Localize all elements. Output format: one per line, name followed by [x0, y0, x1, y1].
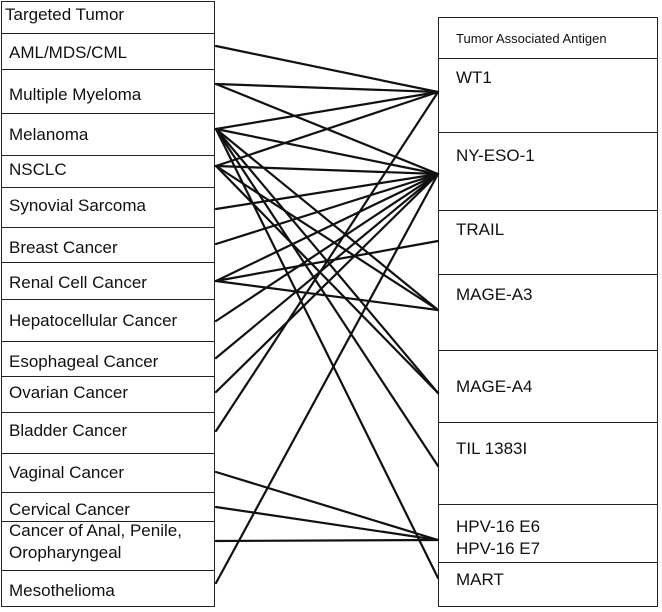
tumor-label: Cancer of Anal, Penile, [9, 521, 182, 540]
connector-line [214, 164, 440, 312]
connector-line [214, 82, 440, 94]
tumor-cell: Synovial Sarcoma [2, 187, 214, 227]
antigen-cell: MAGE-A3 [439, 274, 657, 350]
connector-line [214, 172, 440, 246]
tumor-label: Hepatocellular Cancer [9, 311, 178, 330]
tumor-cell: Breast Cancer [2, 227, 214, 262]
connector-line [214, 127, 440, 312]
antigen-label: HPV-16 E7 [456, 539, 541, 558]
right-header-cell: Tumor Associated Antigen [439, 18, 657, 58]
tumor-label: Bladder Cancer [9, 421, 128, 440]
tumor-cell: Bladder Cancer [2, 412, 214, 453]
connector-line [214, 172, 440, 394]
antigen-cell: HPV-16 E6 HPV-16 E7 [439, 504, 657, 562]
connector-line [214, 90, 440, 131]
antigen-cell: MART [439, 562, 657, 608]
tumor-label: Renal Cell Cancer [9, 273, 147, 292]
connector-line [214, 279, 440, 312]
tumor-label: NSCLC [9, 160, 67, 179]
connector-line [214, 90, 440, 168]
tumor-label: Multiple Myeloma [9, 85, 142, 104]
connector-line [214, 127, 440, 468]
connector-line [214, 164, 440, 176]
tumor-cell: NSCLC [2, 155, 214, 187]
antigen-cell: TIL 1383I [439, 422, 657, 504]
connector-line [214, 538, 440, 543]
antigen-label: TIL 1383I [456, 439, 528, 458]
tumor-cell: Vaginal Cancer [2, 453, 214, 492]
tumor-cell: Ovarian Cancer [2, 376, 214, 412]
antigen-label: TRAIL [456, 220, 505, 239]
connector-line [214, 172, 440, 585]
antigen-cell: WT1 [439, 58, 657, 132]
tumor-cell: Melanoma [2, 113, 214, 155]
targeted-tumor-column: Targeted Tumor AML/MDS/CML Multiple Myel… [1, 1, 215, 607]
connector-line [214, 172, 440, 323]
tumor-label: Breast Cancer [9, 238, 118, 257]
antigen-label: NY-ESO-1 [456, 146, 535, 165]
right-header: Tumor Associated Antigen [456, 31, 607, 46]
tumor-label: AML/MDS/CML [9, 43, 128, 62]
tumor-label: Vaginal Cancer [9, 463, 124, 482]
tumor-label: Mesothelioma [9, 581, 115, 600]
tumor-cell: AML/MDS/CML [2, 33, 214, 69]
connector-line [214, 505, 440, 542]
tumor-label: Melanoma [9, 125, 89, 144]
tumor-cell: Cervical Cancer [2, 492, 214, 521]
antigen-label: HPV-16 E6 [456, 517, 541, 536]
tumor-cell: Multiple Myeloma [2, 69, 214, 113]
tumor-label: Synovial Sarcoma [9, 196, 147, 215]
antigen-cell: TRAIL [439, 210, 657, 274]
tumor-label: Ovarian Cancer [9, 383, 129, 402]
antigen-label: WT1 [456, 68, 492, 87]
connector-line [214, 470, 440, 542]
connector-line [214, 44, 440, 94]
tumor-cell: Renal Cell Cancer [2, 262, 214, 299]
tumor-label: Oropharyngeal [9, 543, 122, 562]
antigen-label: MAGE-A4 [456, 377, 533, 396]
tumor-label: Esophageal Cancer [9, 352, 159, 371]
left-header-cell: Targeted Tumor [2, 1, 214, 33]
left-header: Targeted Tumor [5, 5, 125, 24]
tumor-cell: Hepatocellular Cancer [2, 299, 214, 341]
antigen-column: Tumor Associated Antigen WT1 NY-ESO-1 TR… [438, 17, 658, 607]
antigen-label: MART [456, 570, 504, 589]
antigen-cell: NY-ESO-1 [439, 132, 657, 210]
antigen-cell: MAGE-A4 [439, 350, 657, 422]
tumor-cell: Mesothelioma [2, 570, 214, 607]
tumor-cell: Cancer of Anal, Penile, Oropharyngeal [2, 521, 214, 570]
connector-line [214, 90, 440, 433]
antigen-label: MAGE-A3 [456, 285, 533, 304]
connector-line [214, 172, 440, 360]
tumor-cell: Esophageal Cancer [2, 341, 214, 376]
connector-line [214, 172, 440, 211]
tumor-label: Cervical Cancer [9, 500, 130, 519]
connector-line [214, 127, 440, 176]
connector-line [214, 172, 440, 283]
